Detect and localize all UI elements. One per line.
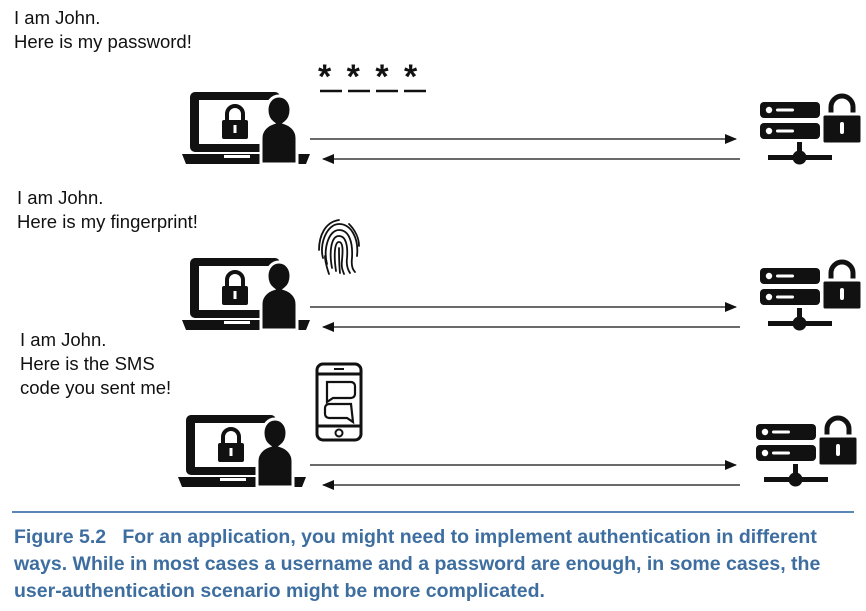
figure-caption: Figure 5.2 For an application, you might… <box>14 524 854 605</box>
figure-number: Figure 5.2 <box>14 526 107 548</box>
smartphone-sms-icon <box>315 362 363 442</box>
laptop-user-lock-icon <box>180 256 312 332</box>
password-asterisks: * * * * <box>318 58 420 96</box>
scenario-1-label: I am John. Here is my password! <box>14 6 192 54</box>
scenario-2-line-1: I am John. <box>17 187 104 208</box>
scenario-1-password-mask: * * * * <box>318 58 426 96</box>
server-lock-icon <box>760 96 862 165</box>
scenario-3-line-3: code you sent me! <box>20 377 172 398</box>
scenario-3-line-1: I am John. <box>20 329 107 350</box>
fingerprint-icon <box>318 219 360 275</box>
caption-text: For an application, you might need to im… <box>14 526 821 602</box>
scenario-2-label: I am John. Here is my fingerprint! <box>17 186 198 234</box>
scenario-1-line-2: Here is my password! <box>14 31 192 52</box>
laptop-user-lock-icon <box>180 90 312 166</box>
server-lock-icon <box>756 418 858 487</box>
laptop-user-lock-icon <box>176 413 308 489</box>
caption-rule <box>12 511 854 513</box>
scenario-1-client <box>180 90 312 166</box>
server-lock-icon <box>760 262 862 331</box>
scenario-2-line-2: Here is my fingerprint! <box>17 211 198 232</box>
scenario-3-label: I am John. Here is the SMS code you sent… <box>20 328 171 400</box>
scenario-1-line-1: I am John. <box>14 7 101 28</box>
scenario-3-line-2: Here is the SMS <box>20 353 155 374</box>
